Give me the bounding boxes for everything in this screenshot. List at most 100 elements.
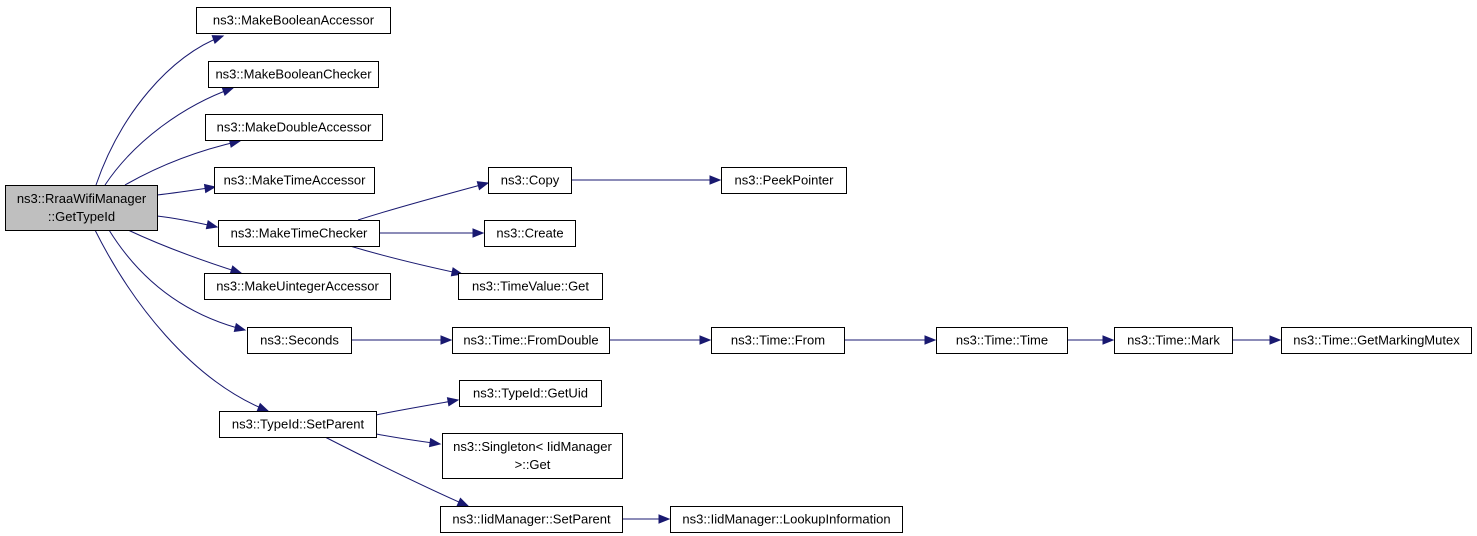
node-box [452, 327, 610, 354]
node-label: ns3::TimeValue::Get [472, 279, 589, 294]
edge-arrowhead [233, 322, 247, 333]
edge-ttime-to-tmark [1067, 335, 1115, 345]
node-lookup[interactable]: ns3::IidManager::LookupInformation [670, 506, 903, 533]
edge-line [357, 182, 489, 221]
edges-layer [94, 35, 1282, 524]
node-box [247, 327, 352, 354]
edge-tsp-to-iidsp [324, 436, 470, 507]
edge-mtc-to-tvget [349, 245, 464, 277]
edge-copy-to-peek [571, 175, 722, 185]
node-mua[interactable]: ns3::MakeUintegerAccessor [204, 273, 391, 300]
node-tvget[interactable]: ns3::TimeValue::Get [458, 273, 603, 300]
edge-line [94, 229, 269, 412]
node-label: ns3::MakeTimeChecker [231, 226, 368, 241]
node-box [5, 185, 158, 231]
edge-arrowhead [1269, 335, 1282, 345]
node-label: ns3::MakeBooleanChecker [215, 67, 372, 82]
node-box [1281, 327, 1472, 354]
edge-arrowhead [709, 175, 722, 185]
node-box [458, 273, 603, 300]
node-iidsp[interactable]: ns3::IidManager::SetParent [440, 506, 623, 533]
edge-root-to-tsp [94, 229, 270, 412]
node-box [218, 220, 380, 247]
node-label: ns3::Time::GetMarkingMutex [1293, 333, 1460, 348]
node-label: ns3::Time::FromDouble [463, 333, 598, 348]
node-peek[interactable]: ns3::PeekPointer [721, 167, 847, 194]
edge-line [349, 245, 463, 275]
edge-arrowhead [229, 265, 243, 275]
node-mta[interactable]: ns3::MakeTimeAccessor [214, 167, 375, 194]
edge-arrowhead [924, 335, 937, 345]
node-ttime[interactable]: ns3::Time::Time [936, 327, 1068, 354]
node-box [219, 411, 377, 438]
node-label: ns3::RraaWifiManager [17, 191, 147, 206]
node-tfrom[interactable]: ns3::Time::From [711, 327, 845, 354]
node-label: ns3::Create [496, 226, 563, 241]
edge-line [124, 140, 241, 186]
edge-line [108, 229, 246, 331]
node-label: ns3::TypeId::SetParent [232, 417, 365, 432]
edge-arrowhead [211, 35, 225, 45]
node-box [196, 7, 391, 34]
edge-tmark-to-tgmm [1232, 335, 1282, 345]
node-tsp[interactable]: ns3::TypeId::SetParent [219, 411, 377, 438]
node-label: ::GetTypeId [48, 209, 115, 224]
node-create[interactable]: ns3::Create [484, 220, 576, 247]
node-box [205, 114, 383, 141]
edge-arrowhead [203, 183, 217, 194]
edge-iidsp-to-lookup [622, 514, 671, 524]
edge-root-to-mua [127, 229, 243, 275]
edge-root-to-mta [156, 183, 217, 196]
node-root[interactable]: ns3::RraaWifiManager::GetTypeId [5, 185, 158, 231]
edge-arrowhead [256, 402, 270, 412]
node-label: >::Get [515, 457, 551, 472]
node-mda[interactable]: ns3::MakeDoubleAccessor [205, 114, 383, 141]
edge-tsp-to-singleton [375, 433, 442, 448]
node-getuid[interactable]: ns3::TypeId::GetUid [459, 380, 602, 407]
node-label: ns3::MakeDoubleAccessor [217, 120, 372, 135]
node-box [488, 167, 572, 194]
node-tfd[interactable]: ns3::Time::FromDouble [452, 327, 610, 354]
node-label: ns3::PeekPointer [734, 173, 834, 188]
node-sec[interactable]: ns3::Seconds [247, 327, 352, 354]
node-label: ns3::Copy [501, 173, 560, 188]
edge-line [324, 436, 469, 507]
node-label: ns3::Singleton< IidManager [453, 439, 612, 454]
node-mba[interactable]: ns3::MakeBooleanAccessor [196, 7, 391, 34]
edge-tsp-to-getuid [375, 397, 460, 416]
edge-arrowhead [428, 437, 442, 448]
node-label: ns3::MakeTimeAccessor [224, 173, 367, 188]
edge-mtc-to-create [379, 228, 485, 238]
edge-arrowhead [472, 228, 485, 238]
edge-tfd-to-tfrom [609, 335, 712, 345]
edge-root-to-mba [95, 35, 225, 186]
node-box [936, 327, 1068, 354]
edge-sec-to-tfd [351, 335, 453, 345]
node-label: ns3::TypeId::GetUid [473, 386, 588, 401]
node-mtc[interactable]: ns3::MakeTimeChecker [218, 220, 380, 247]
edge-line [104, 87, 234, 186]
edge-tfrom-to-ttime [844, 335, 937, 345]
node-tmark[interactable]: ns3::Time::Mark [1114, 327, 1233, 354]
edge-arrowhead [476, 181, 490, 191]
edge-arrowhead [446, 397, 460, 407]
node-box [204, 273, 391, 300]
node-tgmm[interactable]: ns3::Time::GetMarkingMutex [1281, 327, 1472, 354]
node-box [440, 506, 623, 533]
node-label: ns3::MakeUintegerAccessor [216, 279, 379, 294]
node-mbc[interactable]: ns3::MakeBooleanChecker [208, 61, 379, 88]
edge-line [127, 229, 242, 274]
node-label: ns3::MakeBooleanAccessor [213, 13, 375, 28]
node-label: ns3::Seconds [260, 333, 339, 348]
edge-mtc-to-copy [357, 181, 490, 221]
node-label: ns3::IidManager::LookupInformation [682, 512, 890, 527]
node-box [442, 433, 623, 479]
edge-arrowhead [456, 497, 470, 507]
node-copy[interactable]: ns3::Copy [488, 167, 572, 194]
edge-arrowhead [658, 514, 671, 524]
edge-arrowhead [440, 335, 453, 345]
node-singleton[interactable]: ns3::Singleton< IidManager>::Get [442, 433, 623, 479]
node-box [1114, 327, 1233, 354]
edge-arrowhead [205, 220, 219, 230]
